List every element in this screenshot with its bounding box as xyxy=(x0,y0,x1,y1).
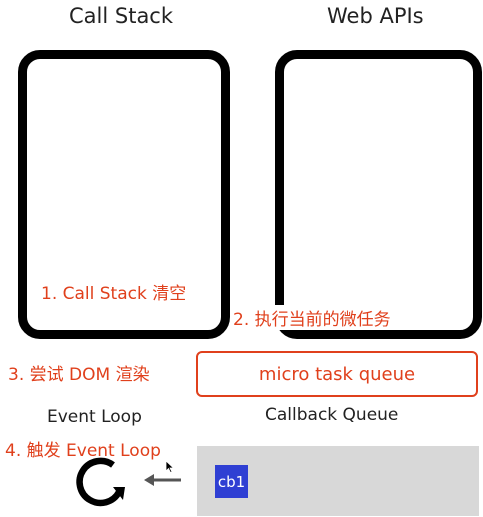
step-3-label: 3. 尝试 DOM 渲染 xyxy=(8,365,150,385)
web-apis-title: Web APIs xyxy=(327,4,424,28)
call-stack-panel xyxy=(18,50,230,339)
left-arrow-icon xyxy=(144,474,181,486)
micro-task-queue-label: micro task queue xyxy=(258,363,416,385)
mouse-cursor-icon xyxy=(165,460,175,474)
loop-arrow-icon xyxy=(76,457,125,507)
call-stack-title: Call Stack xyxy=(69,4,174,28)
step-2-label: 2. 执行当前的微任务 xyxy=(233,305,391,330)
callback-queue-label: Callback Queue xyxy=(265,405,399,425)
step-4-label: 4. 触发 Event Loop xyxy=(5,441,161,461)
web-apis-panel xyxy=(275,50,482,339)
callback-item: cb1 xyxy=(215,465,248,498)
event-loop-label: Event Loop xyxy=(47,407,142,427)
micro-task-queue: micro task queue xyxy=(196,351,478,397)
step-1-label: 1. Call Stack 清空 xyxy=(41,284,187,304)
callback-queue: cb1 xyxy=(197,446,479,516)
